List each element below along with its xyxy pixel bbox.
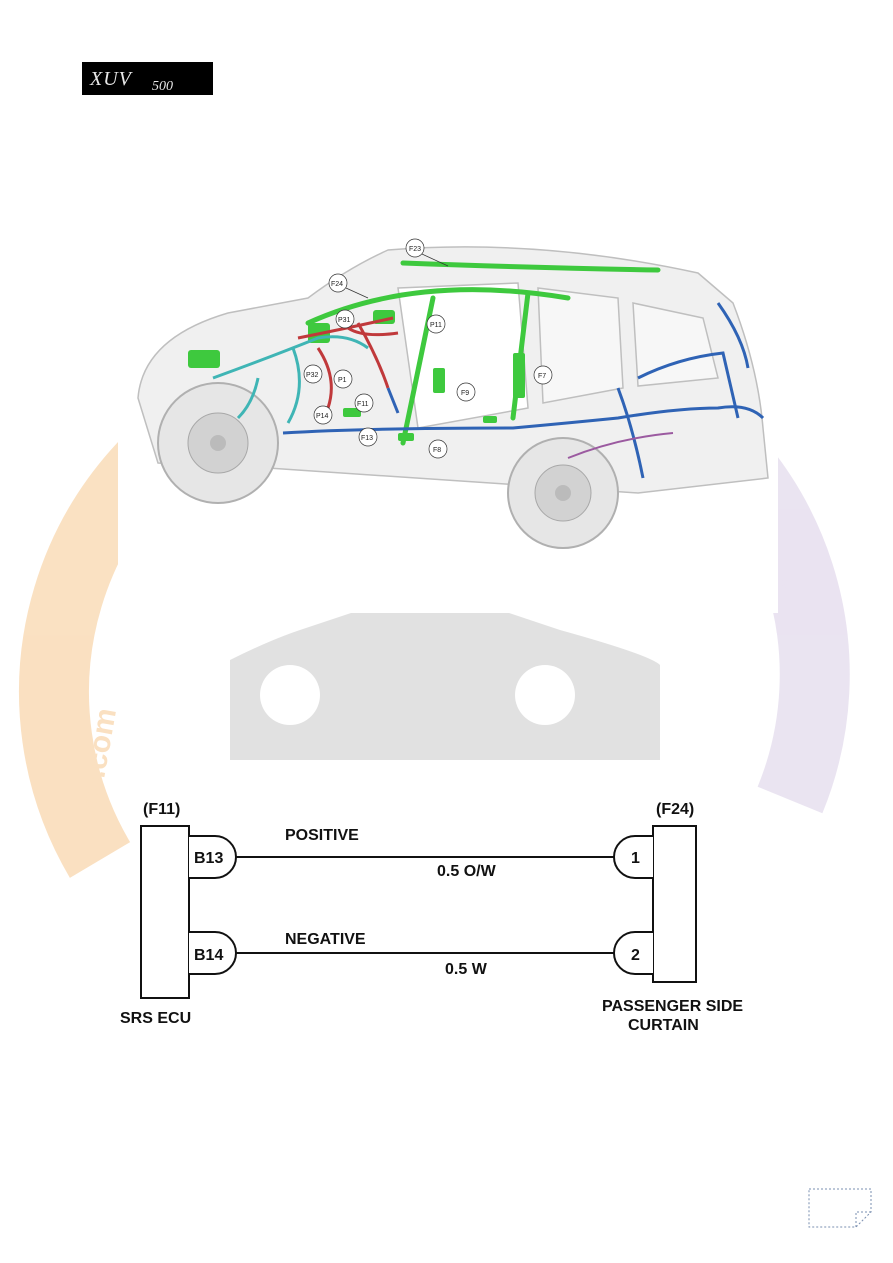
rear-wheel (507, 437, 619, 549)
callout-f11: F11 (354, 393, 374, 413)
callout-f13: F13 (358, 427, 378, 447)
svg-text:F7: F7 (538, 373, 546, 380)
callout-f8: F8 (428, 439, 448, 459)
callout-p14: P14 (313, 405, 333, 425)
pin-1-shape (613, 835, 653, 879)
svg-text:P31: P31 (338, 317, 351, 324)
wire-negative-spec: 0.5 W (445, 961, 488, 978)
callout-p11: P11 (426, 314, 446, 334)
callout-f7: F7 (533, 365, 553, 385)
right-connector-name-line2: CURTAIN (628, 1017, 699, 1034)
front-wheel (157, 382, 279, 504)
wire-negative-label: NEGATIVE (285, 931, 366, 948)
harness-teal (212, 335, 369, 424)
wire-positive-label: POSITIVE (285, 827, 359, 844)
svg-text:XUV: XUV (89, 68, 134, 90)
harness-green-modules (188, 310, 525, 441)
svg-text:P14: P14 (316, 413, 329, 420)
wire-positive-spec: 0.5 O/W (437, 863, 497, 880)
harness-blue (282, 302, 765, 479)
svg-text:P32: P32 (306, 372, 319, 379)
harness-illustration: F23 F24 P31 P11 P32 P1 F7 F9 P14 F11 F13… (118, 228, 778, 613)
right-connector-body (652, 825, 697, 983)
left-connector-name: SRS ECU (120, 1010, 191, 1027)
callout-p31: P31 (335, 309, 355, 329)
left-connector-id: (F11) (143, 801, 180, 818)
callout-f9: F9 (456, 382, 476, 402)
wiring-schematic: (F11) B13 B14 SRS ECU POSITIVE 0.5 O/W N… (100, 790, 790, 1040)
callouts: F23 F24 P31 P11 P32 P1 F7 F9 P14 F11 F13… (303, 238, 553, 459)
svg-text:500: 500 (152, 79, 173, 94)
svg-text:F11: F11 (357, 401, 369, 408)
pin-b13-label: B13 (194, 850, 223, 867)
svg-text:F23: F23 (409, 246, 421, 253)
callout-f24: F24 (328, 273, 369, 299)
pin-2-shape (613, 931, 653, 975)
left-connector-body (140, 825, 190, 999)
right-connector-name-line1: PASSENGER SIDE (602, 998, 743, 1015)
svg-text:P1: P1 (338, 377, 347, 384)
svg-text:F8: F8 (433, 447, 441, 454)
right-connector-id: (F24) (656, 801, 694, 818)
callout-f23: F23 (405, 238, 449, 267)
callout-p1: P1 (333, 369, 353, 389)
svg-text:P11: P11 (430, 322, 442, 329)
svg-text:F9: F9 (461, 390, 469, 397)
pin-1-label: 1 (631, 850, 640, 867)
harness-purple (567, 432, 674, 459)
pin-b14-label: B14 (194, 947, 223, 964)
page-number-box (808, 1188, 872, 1228)
svg-text:F13: F13 (361, 435, 373, 442)
callout-p32: P32 (303, 364, 323, 384)
svg-text:F24: F24 (331, 281, 343, 288)
brand-logo: XUV 500 (82, 62, 213, 95)
pin-2-label: 2 (631, 947, 640, 964)
